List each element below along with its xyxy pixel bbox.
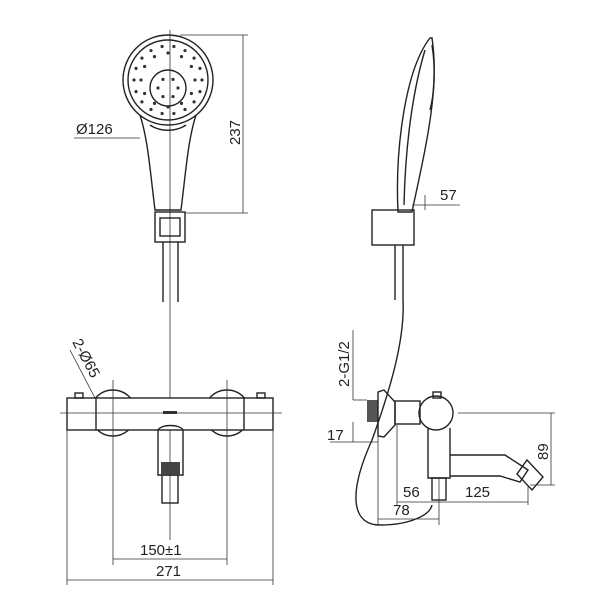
hose [162,242,179,302]
nozzle-dot [183,107,187,112]
nozzle-dot [189,91,193,96]
nozzle-dot [166,51,170,55]
side-hose [355,299,433,526]
body-offset-dim: 56 [403,484,420,501]
handset-holder [154,211,186,243]
nozzle-dot [176,86,180,90]
side-body [367,389,544,501]
nozzle-dot [160,111,164,116]
spout-height-dim: 89 [535,443,552,460]
nozzle-dot [149,48,153,53]
nozzle-dot [139,78,143,82]
nozzle-dot [143,91,147,96]
handset-height-dim: 237 [227,120,244,145]
eccentric-dim: 2-Ø65 [68,336,103,381]
nozzle-dot [172,111,176,116]
nozzle-dot [192,56,196,60]
head-diameter-dim: Ø126 [76,121,113,138]
nozzle-dot [198,66,202,70]
wall-to-outlet-dim: 78 [393,502,410,519]
nozzle-dot [160,44,164,49]
nozzle-dot [149,107,153,112]
nozzle-dot [183,48,187,53]
nozzle-dot [179,55,184,59]
side-holder [371,209,415,246]
nozzle-dot [152,101,157,105]
nozzle-dot [171,95,175,99]
nozzle-dot [200,78,204,82]
handset-depth-dim: 57 [440,187,457,204]
nozzle-dot [189,64,193,69]
nozzle-dot [140,100,144,104]
spout-reach-dim: 125 [465,484,490,501]
overall-width-dim: 271 [156,563,181,580]
nozzle-dot [140,56,144,60]
thread-length-dim: 17 [327,427,344,444]
side-view: 57 2-G1/2 17 89 56 125 78 [327,37,555,526]
nozzle-dot [171,77,175,81]
nozzle-dot [134,90,138,94]
nozzle-dot [172,44,176,49]
nozzle-dot [179,101,184,105]
front-view: 237 Ø126 150±1 271 2-Ø65 [60,30,282,585]
nozzle-dot [161,77,165,81]
nozzle-dot [192,100,196,104]
nozzle-dot [161,95,165,99]
inlet-spacing-dim: 150±1 [140,542,182,559]
inlet-thread-dim: 2-G1/2 [336,341,353,387]
nozzle-dot [156,86,160,90]
shower-head [122,34,214,211]
nozzle-dot [193,78,197,82]
nozzle-dot [132,78,136,82]
nozzle-dot [166,105,170,109]
nozzle-dot [198,90,202,94]
nozzle-dot [134,66,138,70]
nozzle-dot [152,55,157,59]
nozzle-dot [143,64,147,69]
